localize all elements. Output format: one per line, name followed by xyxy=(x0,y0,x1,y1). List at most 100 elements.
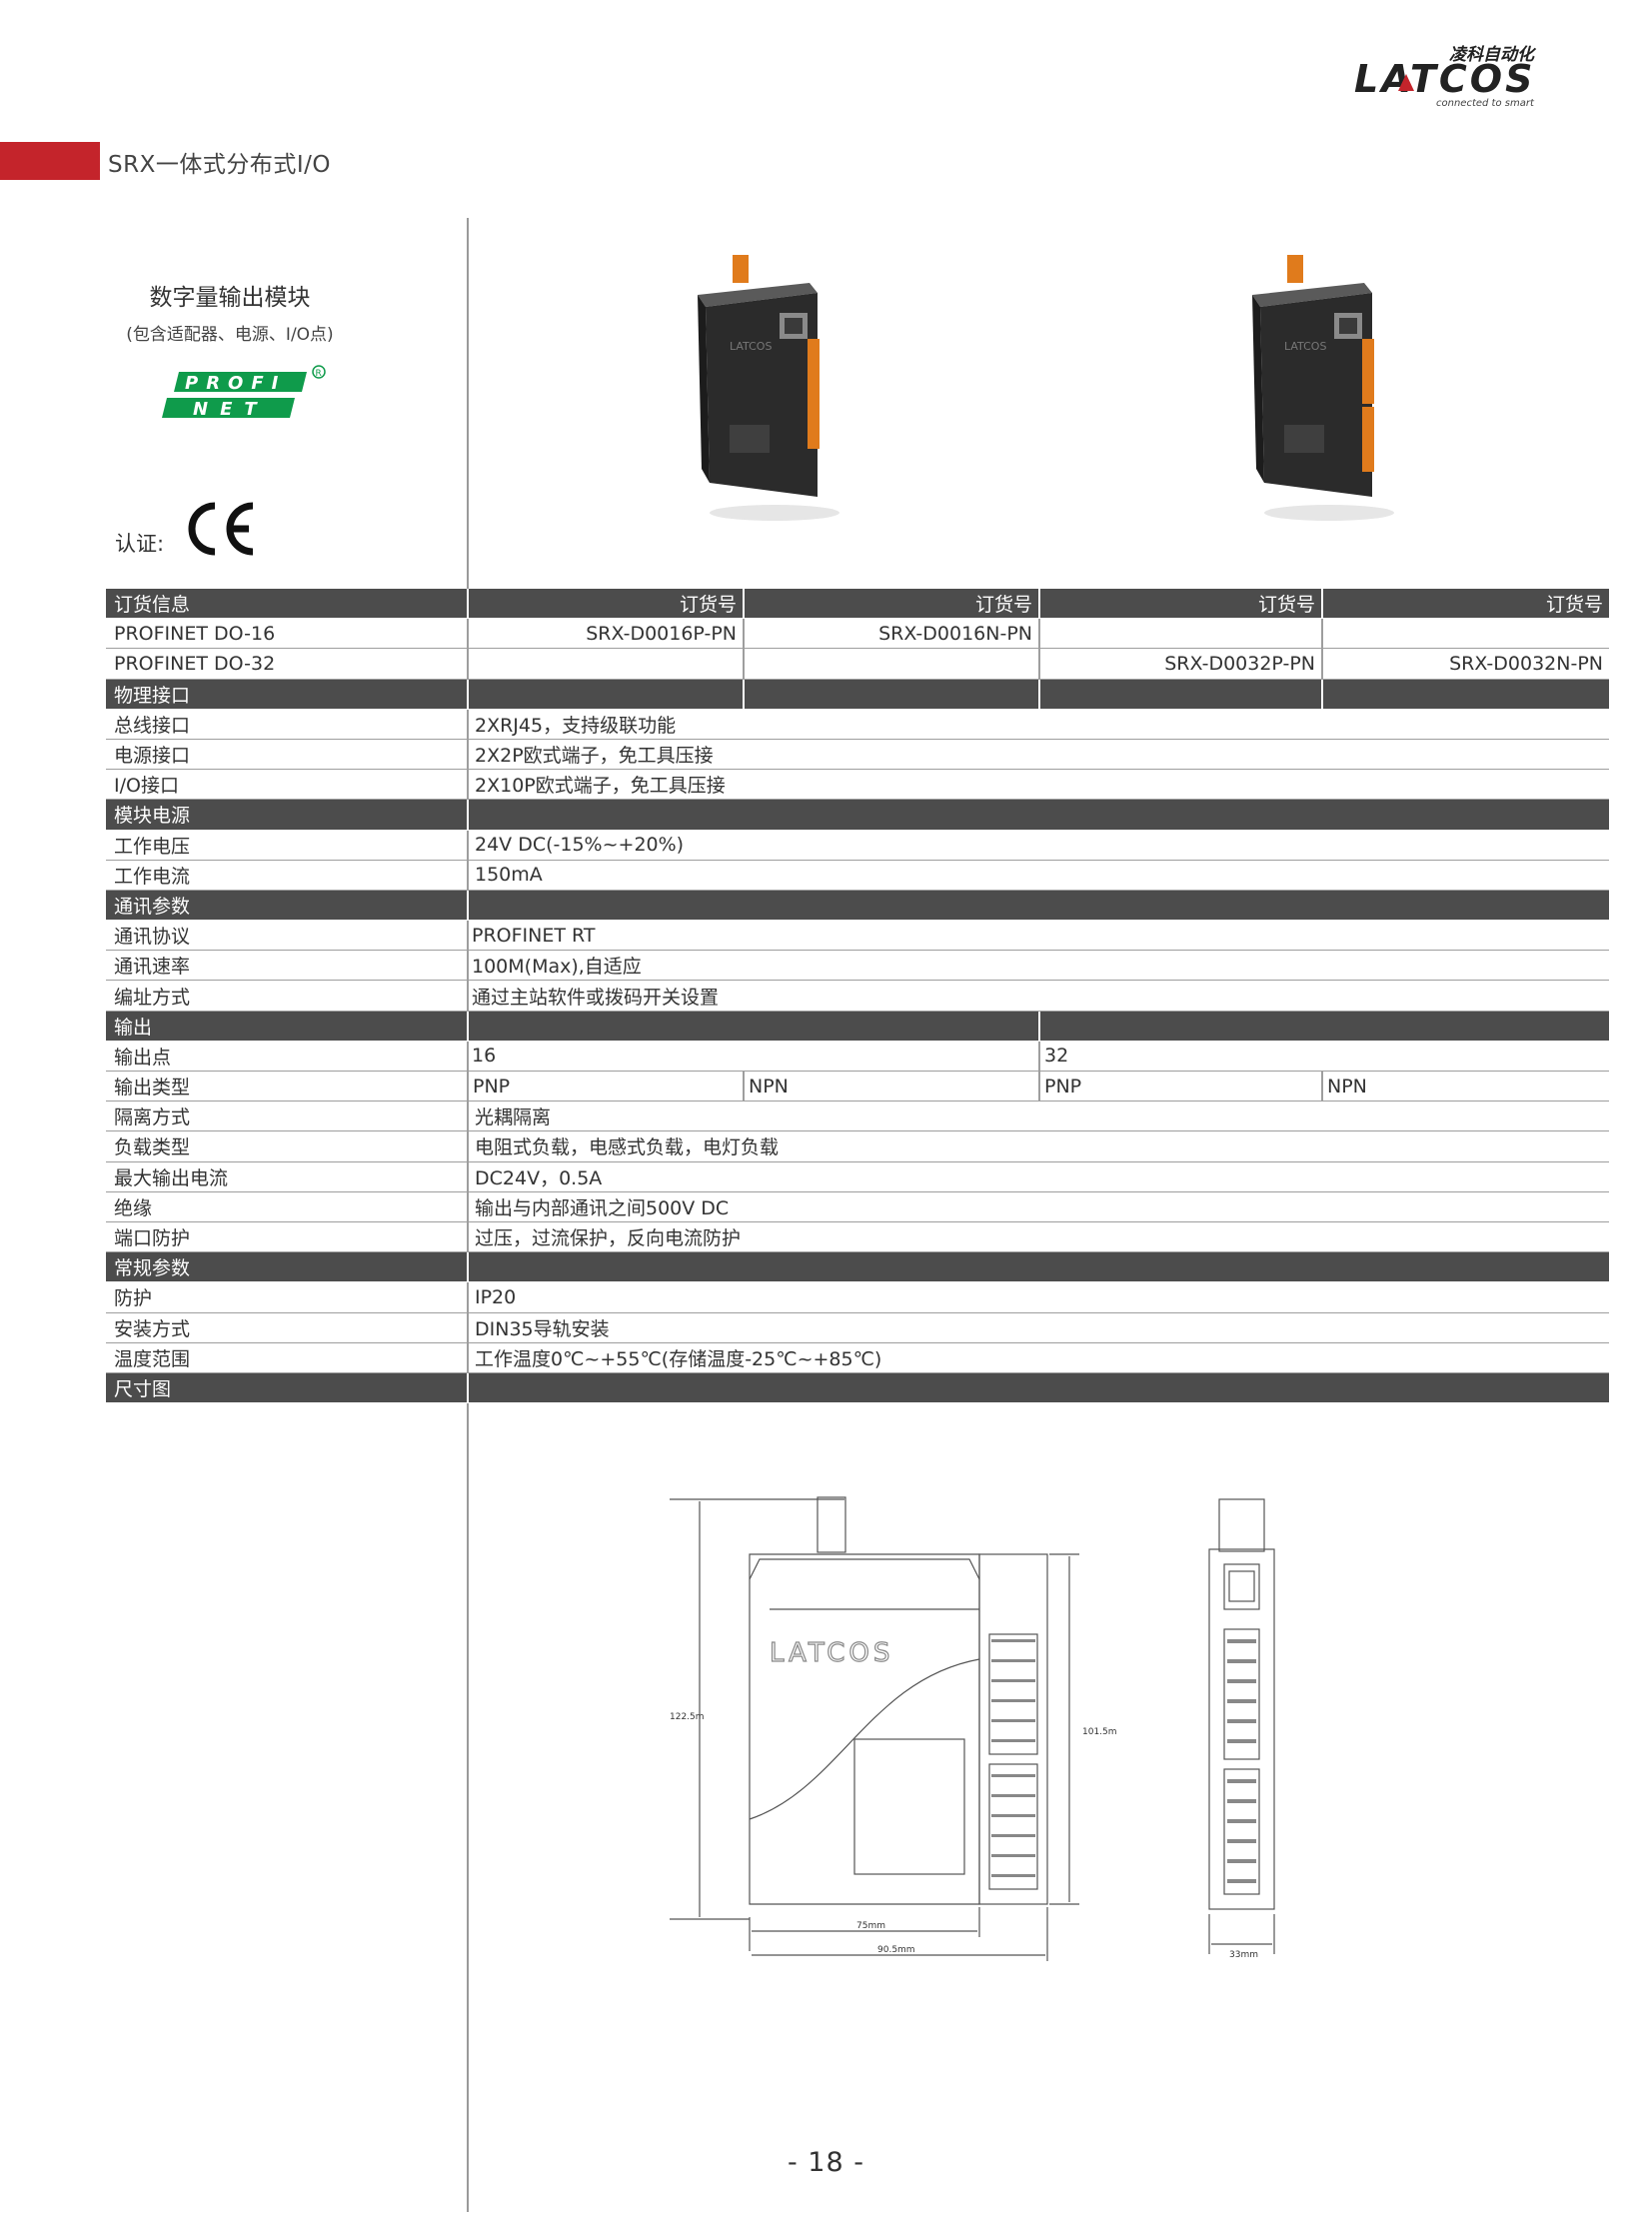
table-row: 工作电压 24V DC(-15%~+20%) xyxy=(106,830,1609,861)
load-type-label: 负载类型 xyxy=(114,1136,191,1159)
output-points-32: 32 xyxy=(1044,1045,1069,1068)
do32-p-order-no: SRX-D0032P-PN xyxy=(1164,652,1315,675)
table-section-row: 常规参数 xyxy=(106,1252,1609,1283)
table-section-row: 输出 xyxy=(106,1011,1609,1042)
isolation-value: 光耦隔离 xyxy=(475,1107,552,1129)
port-protection-value: 过压，过流保护，反向电流防护 xyxy=(475,1227,742,1250)
page-number: - 18 - xyxy=(787,2147,864,2178)
bus-interface-label: 总线接口 xyxy=(114,714,191,737)
spec-table: 订货信息 订货号 订货号 订货号 订货号 PROFINET DO-16 SRX-… xyxy=(106,589,1609,1404)
table-row: I/O接口 2X10P欧式端子，免工具压接 xyxy=(106,770,1609,801)
table-row: 工作电流 150mA xyxy=(106,860,1609,891)
table-row: 输出类型 PNP NPN PNP NPN xyxy=(106,1072,1609,1103)
table-row: 通讯协议 PROFINET RT xyxy=(106,921,1609,952)
profinet-line1: PROFI xyxy=(185,373,286,394)
product2-brand: LATCOS xyxy=(1284,340,1326,353)
isolation-label: 隔离方式 xyxy=(114,1107,191,1129)
table-row: 订货信息 订货号 订货号 订货号 订货号 xyxy=(106,589,1609,620)
section-title: SRX一体式分布式I/O xyxy=(108,152,331,178)
general-params-header: 常规参数 xyxy=(114,1257,191,1280)
output-type-npn-16: NPN xyxy=(749,1075,789,1098)
output-header: 输出 xyxy=(114,1016,153,1039)
do16-p-order-no: SRX-D0016P-PN xyxy=(586,622,737,645)
protection-label: 防护 xyxy=(114,1287,153,1310)
max-current-value: DC24V，0.5A xyxy=(475,1166,603,1189)
section-red-bar xyxy=(0,142,100,180)
table-row: 端口防护 过压，过流保护，反向电流防护 xyxy=(106,1221,1609,1253)
table-row: 防护 IP20 xyxy=(106,1282,1609,1313)
total-depth-dimension: 90.5mm xyxy=(877,1945,915,1955)
output-type-npn-32: NPN xyxy=(1327,1075,1367,1098)
certification-label: 认证: xyxy=(115,532,165,556)
current-value: 150mA xyxy=(475,864,543,887)
voltage-label: 工作电压 xyxy=(114,835,191,858)
profinet-logo: PROFI NET R xyxy=(162,365,326,420)
dimension-drawing: LATCOS 122.5m 101.5m 75mm 90.5mm 33mm xyxy=(670,1496,1275,1961)
dimensions-header: 尺寸图 xyxy=(114,1377,172,1400)
output-type-label: 输出类型 xyxy=(114,1077,191,1100)
addressing-value: 通过主站软件或拨码开关设置 xyxy=(472,986,720,1009)
rate-value: 100M(Max),自适应 xyxy=(472,956,642,979)
height-dimension: 122.5m xyxy=(670,1712,705,1722)
physical-interface-header: 物理接口 xyxy=(114,684,191,707)
protocol-value: PROFINET RT xyxy=(472,924,596,947)
module-subtitle: (包含适配器、电源、I/O点) xyxy=(126,325,334,345)
table-row: 负载类型 电阻式负载，电感式负载，电灯负载 xyxy=(106,1131,1609,1162)
table-row: PROFINET DO-32 SRX-D0032P-PN SRX-D0032N-… xyxy=(106,649,1609,680)
table-row: 通讯速率 100M(Max),自适应 xyxy=(106,951,1609,982)
mounting-value: DIN35导轨安装 xyxy=(475,1317,610,1340)
product1-brand: LATCOS xyxy=(730,340,772,353)
table-section-row: 通讯参数 xyxy=(106,890,1609,922)
current-label: 工作电流 xyxy=(114,865,191,888)
do32-n-order-no: SRX-D0032N-PN xyxy=(1449,652,1603,675)
order-no-header: 订货号 xyxy=(679,594,737,617)
module-title: 数字量输出模块 xyxy=(149,285,311,311)
temperature-label: 温度范围 xyxy=(114,1347,191,1370)
power-interface-label: 电源接口 xyxy=(114,745,191,768)
addressing-label: 编址方式 xyxy=(114,986,191,1009)
table-row: 隔离方式 光耦隔离 xyxy=(106,1102,1609,1132)
order-header: 订货信息 xyxy=(114,594,191,617)
rate-label: 通讯速率 xyxy=(114,956,191,979)
latcos-logo: 凌科自动化 LATCOS connected to smart xyxy=(1354,45,1537,109)
voltage-value: 24V DC(-15%~+20%) xyxy=(475,834,685,857)
table-row: 总线接口 2XRJ45，支持级联功能 xyxy=(106,709,1609,740)
order-no-header: 订货号 xyxy=(1545,594,1603,617)
table-row: 安装方式 DIN35导轨安装 xyxy=(106,1312,1609,1343)
protection-value: IP20 xyxy=(475,1285,517,1308)
order-no-header: 订货号 xyxy=(1257,594,1315,617)
do16-n-order-no: SRX-D0016N-PN xyxy=(878,622,1032,645)
insulation-label: 绝缘 xyxy=(114,1196,153,1219)
mounting-label: 安装方式 xyxy=(114,1317,191,1340)
table-row: 绝缘 输出与内部通讯之间500V DC xyxy=(106,1191,1609,1222)
svg-text:R: R xyxy=(316,369,322,379)
logo-text: LATCOS xyxy=(1354,57,1535,101)
table-row: 温度范围 工作温度0℃~+55℃(存储温度-25℃~+85℃) xyxy=(106,1342,1609,1373)
insulation-value: 输出与内部通讯之间500V DC xyxy=(475,1196,730,1219)
temperature-value: 工作温度0℃~+55℃(存储温度-25℃~+85℃) xyxy=(475,1347,882,1370)
comm-params-header: 通讯参数 xyxy=(114,895,191,918)
protocol-label: 通讯协议 xyxy=(114,926,191,949)
table-row: 最大输出电流 DC24V，0.5A xyxy=(106,1161,1609,1192)
profinet-line2: NET xyxy=(193,399,269,420)
logo-tagline: connected to smart xyxy=(1436,98,1535,109)
power-interface-value: 2X2P欧式端子，免工具压接 xyxy=(475,745,714,768)
io-interface-value: 2X10P欧式端子，免工具压接 xyxy=(475,775,726,798)
table-section-row: 物理接口 xyxy=(106,679,1609,710)
module-power-header: 模块电源 xyxy=(114,805,191,828)
product-image-do32: LATCOS xyxy=(1252,255,1394,521)
max-current-label: 最大输出电流 xyxy=(114,1166,229,1189)
output-type-pnp-32: PNP xyxy=(1044,1075,1082,1098)
inner-height-dimension: 101.5m xyxy=(1082,1727,1117,1737)
table-row: 输出点 16 32 xyxy=(106,1041,1609,1072)
do32-label: PROFINET DO-32 xyxy=(114,652,276,675)
table-row: 电源接口 2X2P欧式端子，免工具压接 xyxy=(106,739,1609,771)
product-image-do16: LATCOS xyxy=(698,255,839,521)
order-no-header: 订货号 xyxy=(974,594,1032,617)
table-section-row: 模块电源 xyxy=(106,800,1609,831)
load-type-value: 电阻式负载，电感式负载，电灯负载 xyxy=(475,1136,780,1159)
width-dimension: 33mm xyxy=(1229,1950,1258,1960)
depth-dimension: 75mm xyxy=(856,1921,885,1931)
drawing-brand: LATCOS xyxy=(770,1638,893,1668)
table-row: PROFINET DO-16 SRX-D0016P-PN SRX-D0016N-… xyxy=(106,619,1609,650)
